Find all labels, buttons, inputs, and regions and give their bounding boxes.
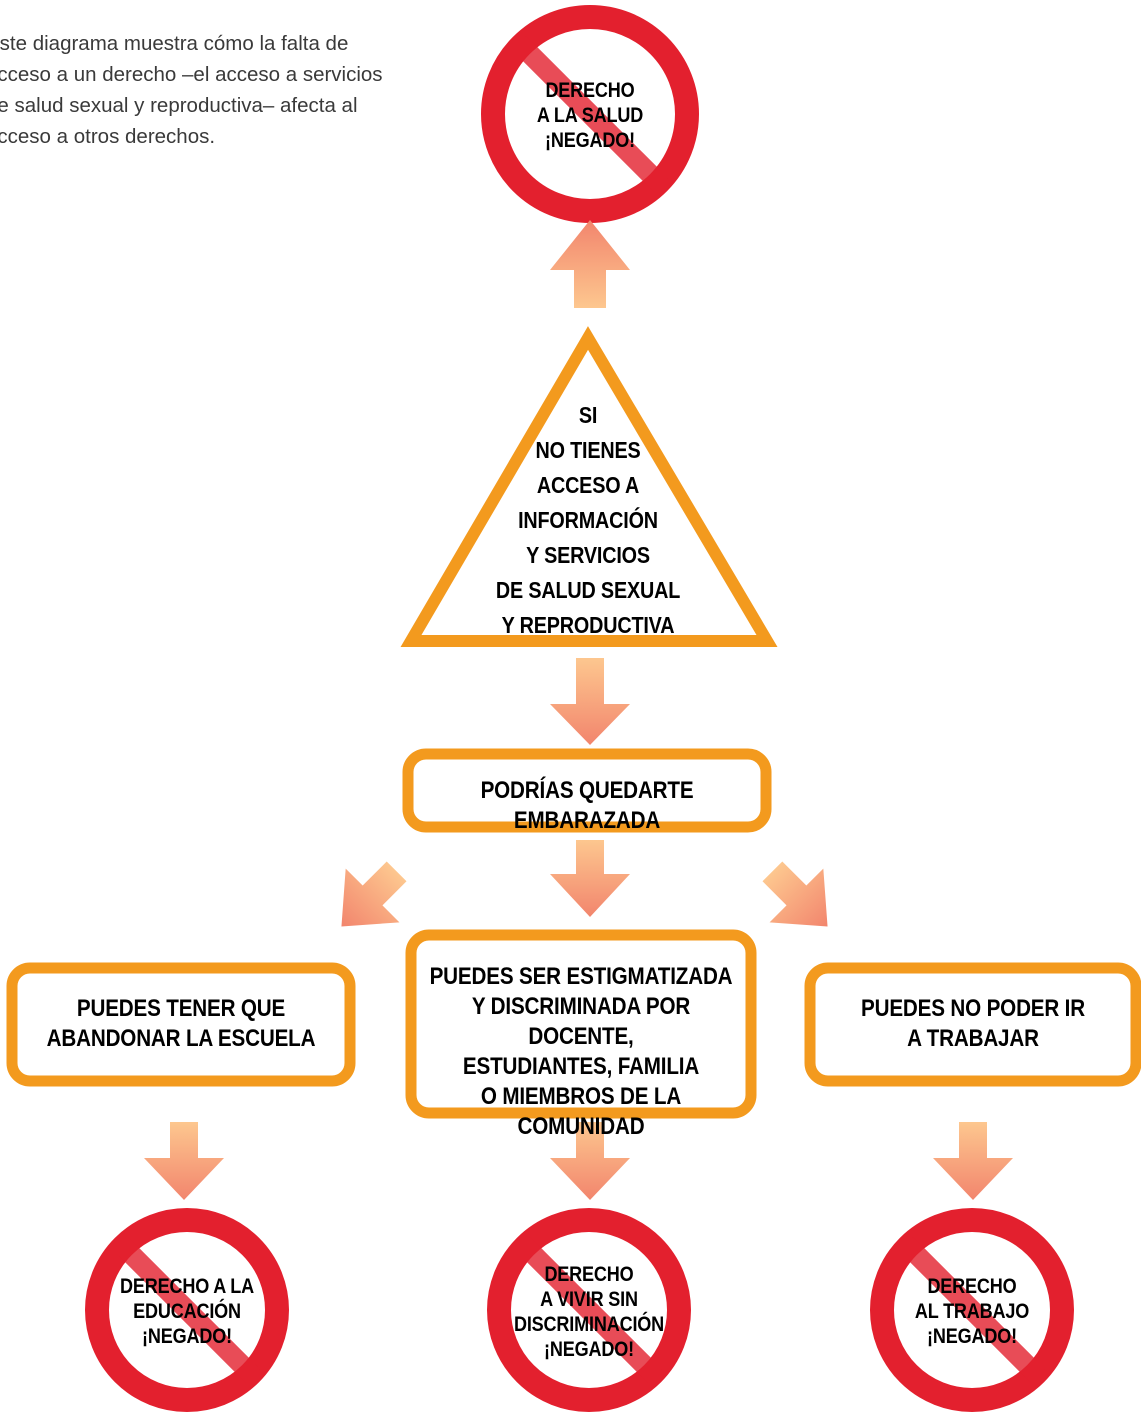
arrow-up bbox=[550, 220, 630, 308]
arrow-diag-left bbox=[341, 861, 407, 927]
sign-top bbox=[481, 5, 699, 223]
sign-center bbox=[487, 1208, 691, 1412]
sign-left bbox=[85, 1208, 289, 1412]
arrow-down-1 bbox=[550, 658, 630, 745]
sign-slash bbox=[515, 1236, 663, 1384]
sign-ring bbox=[870, 1208, 1074, 1412]
box-school-label: PUEDES TENER QUE ABANDONAR LA ESCUELA bbox=[46, 995, 316, 1052]
sign-left-label: DERECHO A LA EDUCACIÓN ¡NEGADO! bbox=[119, 1275, 255, 1348]
arrow-down-right bbox=[933, 1122, 1013, 1200]
arrow-down-center bbox=[550, 1122, 630, 1200]
box-stigma-label: PUEDES SER ESTIGMATIZADA Y DISCRIMINADA … bbox=[429, 963, 733, 1140]
arrow-diag-right bbox=[762, 861, 828, 927]
sign-right-label: DERECHO AL TRABAJO ¡NEGADO! bbox=[914, 1275, 1030, 1348]
sign-center-label: DERECHO A VIVIR SIN DISCRIMINACIÓN ¡NEGA… bbox=[513, 1263, 665, 1361]
sign-right bbox=[870, 1208, 1074, 1412]
box-work bbox=[804, 962, 1141, 1087]
sign-slash bbox=[511, 35, 669, 193]
sign-slash bbox=[898, 1236, 1046, 1384]
box-pregnant-label: PODRÍAS QUEDARTE EMBARAZADA bbox=[480, 777, 694, 834]
box-pregnant bbox=[402, 748, 772, 833]
box-stigma bbox=[405, 929, 757, 1119]
arrow-down-2 bbox=[550, 840, 630, 917]
triangle-label: SI NO TIENES ACCESO A INFORMACIÓN Y SERV… bbox=[495, 402, 681, 638]
sign-ring bbox=[85, 1208, 289, 1412]
intro-text: Este diagrama muestra cómo la falta de a… bbox=[0, 32, 383, 148]
sign-ring bbox=[481, 5, 699, 223]
box-work-label: PUEDES NO PODER IR A TRABAJAR bbox=[860, 995, 1085, 1052]
condition-triangle bbox=[400, 326, 778, 647]
sign-ring bbox=[487, 1208, 691, 1412]
box-school bbox=[6, 962, 356, 1087]
sign-top-label: DERECHO A LA SALUD ¡NEGADO! bbox=[536, 79, 644, 152]
sign-slash bbox=[113, 1236, 261, 1384]
arrow-down-left bbox=[144, 1122, 224, 1200]
